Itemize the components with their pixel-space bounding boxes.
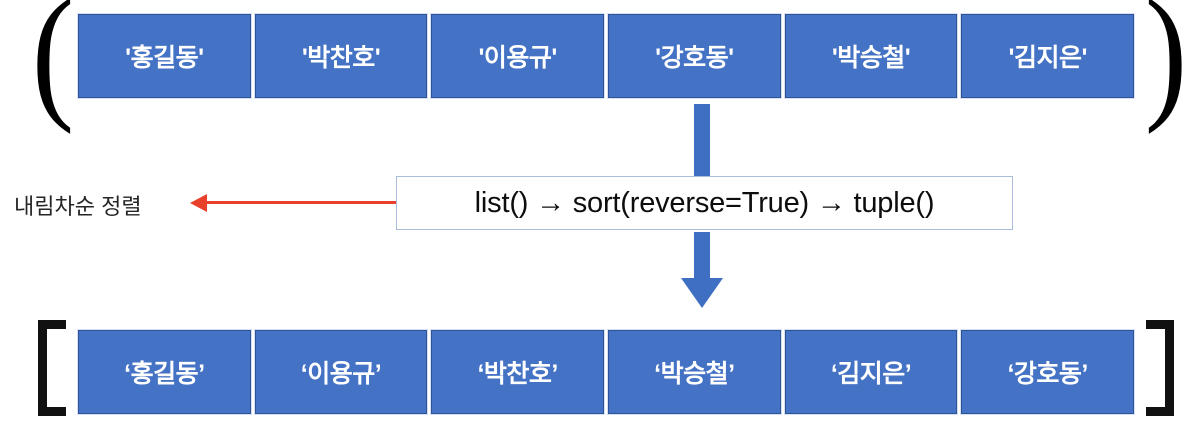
output-cell-3[interactable]: ‘박승철’ <box>607 329 782 415</box>
list-open-bracket-wrap <box>38 320 66 416</box>
list-close-bracket-wrap <box>1146 320 1174 416</box>
tuple-close-paren: ) <box>1144 0 1188 135</box>
arrow-down-icon-shaft-lower <box>694 232 710 280</box>
list-open-bracket <box>38 320 66 416</box>
output-cell-4[interactable]: ‘김지은’ <box>783 329 959 415</box>
output-cell-1[interactable]: ‘이용규’ <box>253 329 429 415</box>
arrow-down-icon-shaft-upper <box>694 104 710 176</box>
formula-box: list() → sort(reverse=True) → tuple() <box>396 176 1013 230</box>
output-cell-0[interactable]: ‘홍길동’ <box>77 329 252 415</box>
input-cell-4[interactable]: '박승철' <box>783 13 959 99</box>
output-sequence-row: ‘홍길동’ ‘이용규’ ‘박찬호’ ‘박승철’ ‘김지은’ ‘강호동’ <box>77 329 1136 415</box>
list-close-bracket <box>1146 320 1174 416</box>
input-cell-5[interactable]: '김지은' <box>960 13 1136 99</box>
input-cell-3[interactable]: '강호동' <box>607 13 782 99</box>
output-cell-2[interactable]: ‘박찬호’ <box>430 329 606 415</box>
arrow-left-icon-shaft <box>207 201 396 204</box>
sort-annotation-label: 내림차순 정렬 <box>14 194 142 219</box>
input-cell-2[interactable]: '이용규' <box>430 13 606 99</box>
arrow-down-icon-head <box>681 278 723 308</box>
arrow-left-icon-head <box>190 194 207 212</box>
output-cell-5[interactable]: ‘강호동’ <box>960 329 1136 415</box>
input-cell-1[interactable]: '박찬호' <box>253 13 429 99</box>
input-sequence-row: '홍길동' '박찬호' '이용규' '강호동' '박승철' '김지은' <box>77 13 1136 99</box>
input-cell-0[interactable]: '홍길동' <box>77 13 252 99</box>
tuple-open-paren: ( <box>31 0 75 135</box>
